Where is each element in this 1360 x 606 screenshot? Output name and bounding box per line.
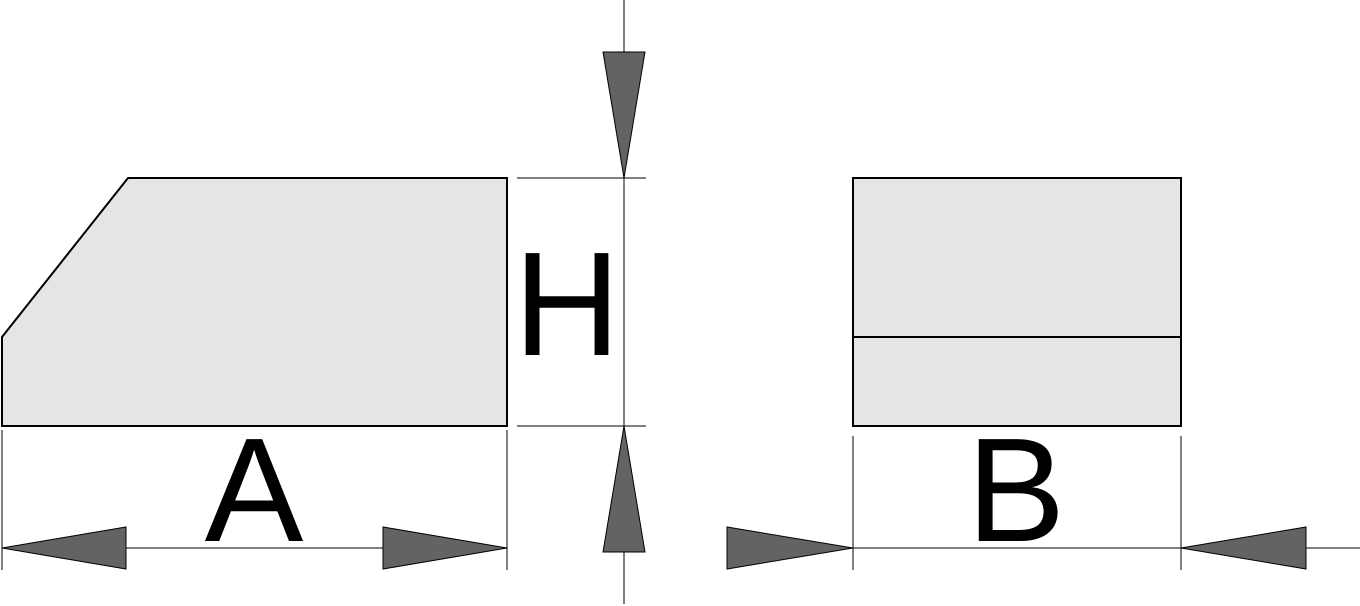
dimension-b-label: B [967, 408, 1066, 573]
dimension-a-arrow-right [382, 526, 508, 570]
dimension-h-arrow-bottom [602, 425, 646, 553]
dimension-h-label: H [514, 222, 621, 387]
side-view-profile [1, 177, 508, 427]
dimension-b-arrow-left [726, 526, 854, 570]
dimension-b-arrow-right [1180, 526, 1307, 570]
dimension-a-label: A [205, 408, 304, 573]
dimension-a-arrow-left [1, 526, 127, 570]
front-view-profile [852, 177, 1182, 427]
dimension-h-arrow-top [602, 51, 646, 179]
